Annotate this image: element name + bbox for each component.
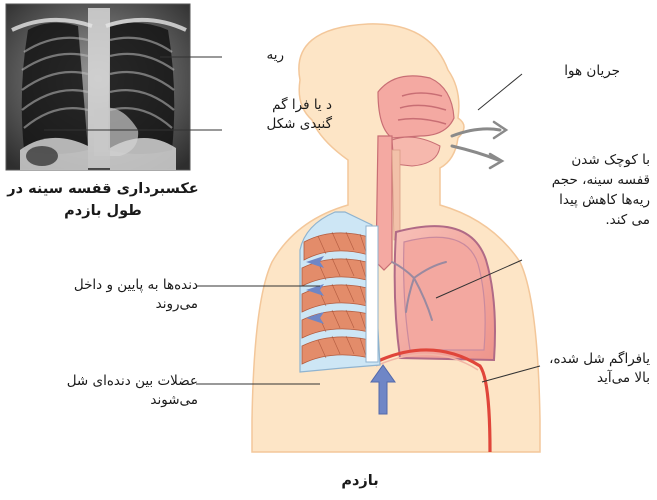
xray-caption: عکسبرداری قفسه سینه در طول بازدم — [6, 178, 200, 222]
xray-gastric-bubble — [26, 146, 58, 166]
xray-right-lung-field — [22, 23, 88, 154]
figure-caption: بازدم — [300, 470, 420, 492]
chest-xray-image — [6, 4, 190, 170]
label-chest-volume: با کوچک شدن قفسه سینه، حجم ریه‌ها کاهش پ… — [520, 150, 650, 230]
label-xray-diaphragm: د یا فرا گم گنبدی شکل — [222, 96, 332, 134]
label-ribs: دنده‌ها به پایین و داخل می‌روند — [20, 276, 198, 314]
sternum — [366, 226, 378, 362]
leader-line-airflow — [478, 74, 522, 110]
airflow-arrow-lower — [452, 146, 498, 160]
label-intercostal-muscles: عضلات بین دنده‌ای شل می‌شوند — [20, 372, 198, 410]
rib-cage — [300, 212, 380, 372]
label-diaphragm-relaxed: یافراگم شل شده، بالا می‌آید — [520, 350, 650, 388]
label-airflow: جریان هوا — [520, 62, 620, 81]
label-lung: ریه — [222, 46, 284, 65]
